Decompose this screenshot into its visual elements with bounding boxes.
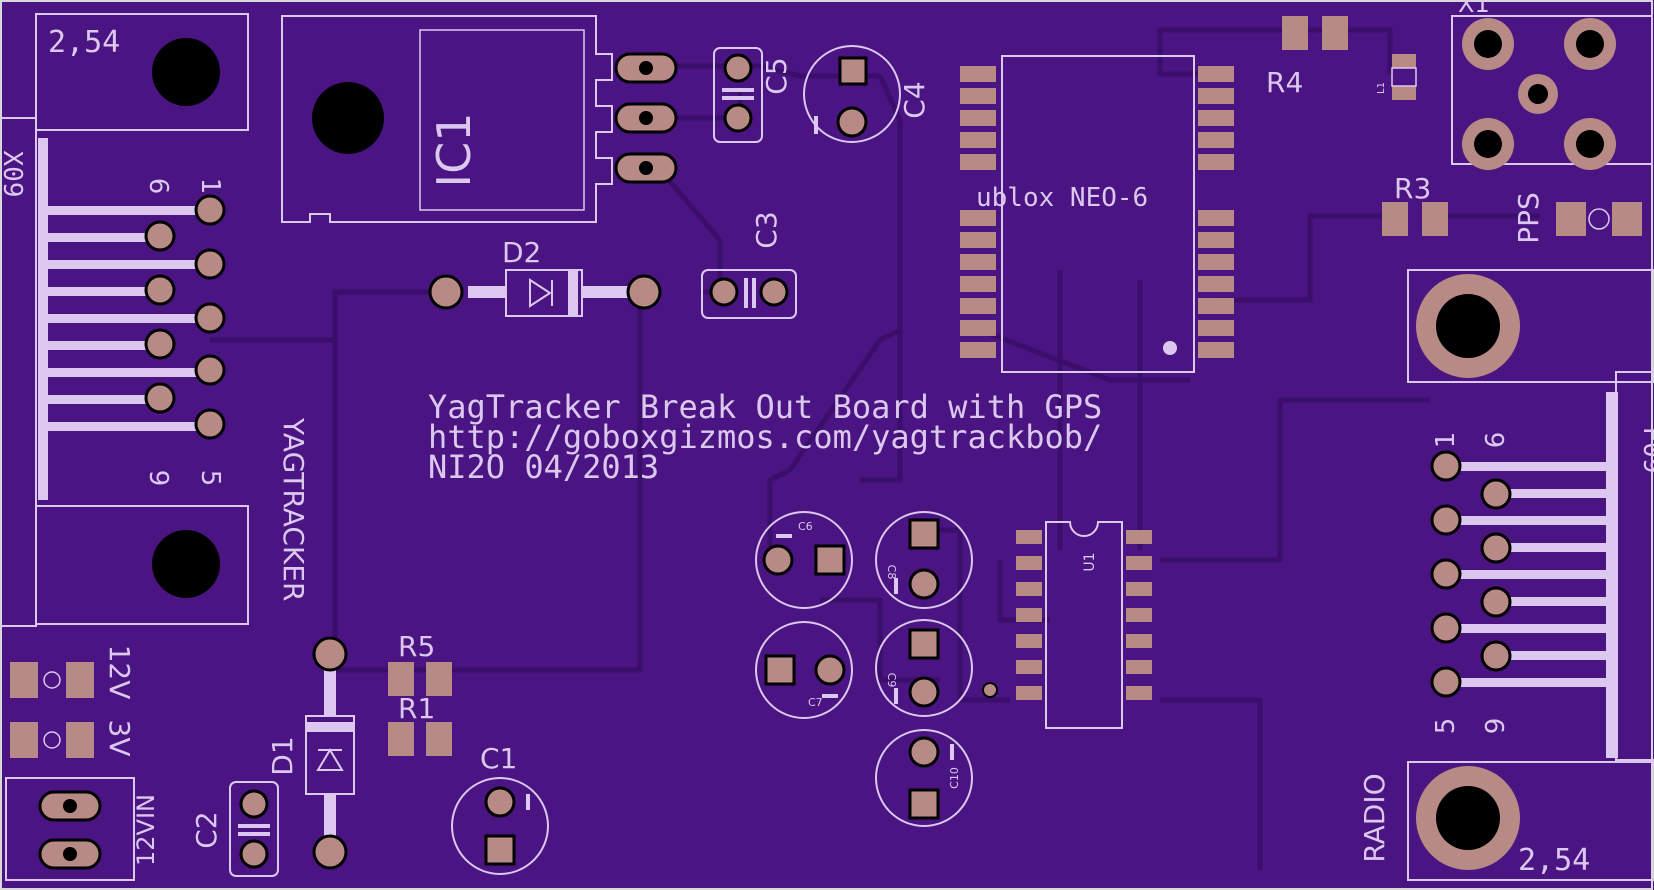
r4-resistor: R4: [1266, 16, 1348, 99]
c9-capacitor: C9: [875, 619, 973, 717]
title-line-1: YagTracker Break Out Board with GPS: [428, 388, 1102, 426]
label-c10: C10: [948, 767, 961, 789]
label-ic1: IC1: [427, 113, 481, 188]
label-pps: PPS: [1512, 192, 1545, 244]
board-title: YagTracker Break Out Board with GPS http…: [428, 388, 1102, 486]
pin-left-1: 1: [195, 178, 225, 195]
label-x1: X1: [1458, 0, 1490, 18]
ic1-regulator: IC1: [281, 15, 678, 223]
mount-hole-right-top: [1436, 294, 1500, 358]
d2-diode: D2: [428, 236, 662, 317]
r3-resistor: R3: [1382, 172, 1448, 236]
label-u1: U1: [1082, 552, 1098, 571]
label-d2: D2: [502, 236, 541, 269]
pin-left-6: 6: [143, 178, 173, 195]
pin-right-6: 6: [1481, 432, 1511, 449]
d1-diode: D1: [266, 636, 355, 870]
label-r1: R1: [398, 692, 435, 725]
label-l1: L1: [1376, 82, 1387, 94]
l1-inductor: L1: [1376, 54, 1417, 100]
label-c7: C7: [808, 696, 823, 709]
ublox-gps-module: ublox NEO-6: [960, 55, 1234, 373]
db9-right-pads: [1430, 450, 1512, 698]
label-c3: C3: [750, 211, 783, 248]
db9-left-pads: [144, 194, 226, 440]
label-db9-right: F09: [1637, 427, 1654, 474]
pin-right-1: 1: [1431, 432, 1461, 449]
c8-capacitor: C8: [875, 511, 973, 609]
traces: [210, 27, 1540, 870]
label-yagtracker: YAGTRACKER: [277, 417, 310, 601]
pps-led: PPS: [1512, 192, 1642, 244]
pin-left-5: 5: [195, 470, 225, 487]
c1-capacitor: C1: [451, 742, 549, 875]
label-ublox: ublox NEO-6: [976, 183, 1148, 213]
pin-right-9: 9: [1481, 718, 1511, 735]
ic1-mount-hole: [312, 82, 384, 154]
mount-hole-right-bottom: [1436, 786, 1500, 850]
c2-capacitor: C2: [190, 781, 279, 877]
label-c1: C1: [480, 742, 517, 775]
label-r4: R4: [1266, 66, 1303, 99]
pin-right-5: 5: [1431, 718, 1461, 735]
c4-capacitor: C4: [803, 45, 931, 143]
label-spacing-top: 2,54: [48, 25, 120, 60]
label-c6: C6: [798, 520, 813, 533]
label-c5: C5: [760, 57, 793, 94]
label-12v: 12V: [103, 645, 136, 700]
label-spacing-bottom: 2,54: [1518, 843, 1590, 878]
db9-left-connector: 2,54 X09 6 1 9 5: [0, 13, 249, 627]
c7-capacitor: C7: [755, 621, 853, 719]
c10-capacitor: C10: [875, 729, 973, 827]
mount-hole-top-left: [152, 38, 220, 106]
label-c8: C8: [885, 565, 898, 580]
label-radio: RADIO: [1358, 773, 1391, 862]
pin-left-9: 9: [143, 470, 173, 487]
label-db9-left: X09: [0, 151, 27, 198]
voltage-select-jumper: 12V 3V: [10, 645, 136, 758]
label-d1: D1: [266, 736, 299, 775]
u1-ic: U1: [982, 521, 1152, 729]
c3-capacitor: C3: [701, 211, 797, 319]
x1-antenna-connector: X1: [1451, 0, 1653, 170]
label-r3: R3: [1394, 172, 1431, 205]
label-3v: 3V: [103, 720, 136, 757]
label-r5: R5: [398, 630, 435, 663]
c5-capacitor: C5: [713, 47, 793, 143]
c6-capacitor: C6: [755, 511, 853, 609]
title-line-3: NI2O 04/2013: [428, 448, 659, 486]
title-line-2: http://goboxgizmos.com/yagtrackbob/: [428, 418, 1102, 456]
label-12vin: 12VIN: [132, 794, 160, 866]
label-c2: C2: [190, 811, 223, 848]
db9-right-connector: 1 6 5 9 F09 2,54: [1407, 269, 1654, 881]
label-c9: C9: [885, 673, 898, 688]
r5-resistor: R5: [388, 630, 452, 696]
mount-hole-bottom-left: [152, 530, 220, 598]
r1-resistor: R1: [388, 692, 452, 756]
label-c4: C4: [898, 81, 931, 118]
power-input-terminal: 12VIN: [5, 777, 160, 881]
